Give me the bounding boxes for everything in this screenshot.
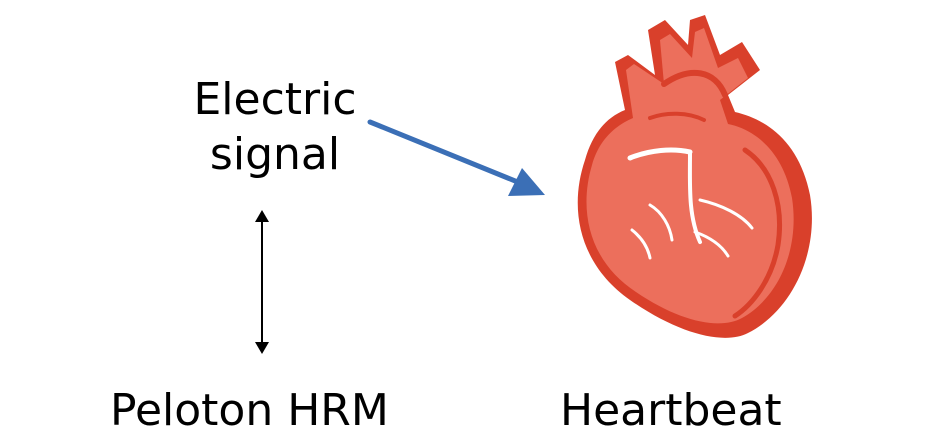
heartbeat-label: Heartbeat [560,385,782,436]
signal-label-line1: Electric [193,74,357,125]
peloton-hrm-label: Peloton HRM [110,385,389,436]
electric-signal-label: Electric signal [150,72,400,182]
double-arrow-icon [255,210,269,354]
signal-to-heart-arrow [367,119,545,196]
signal-label-line2: signal [209,129,341,180]
heart-icon [577,15,812,338]
